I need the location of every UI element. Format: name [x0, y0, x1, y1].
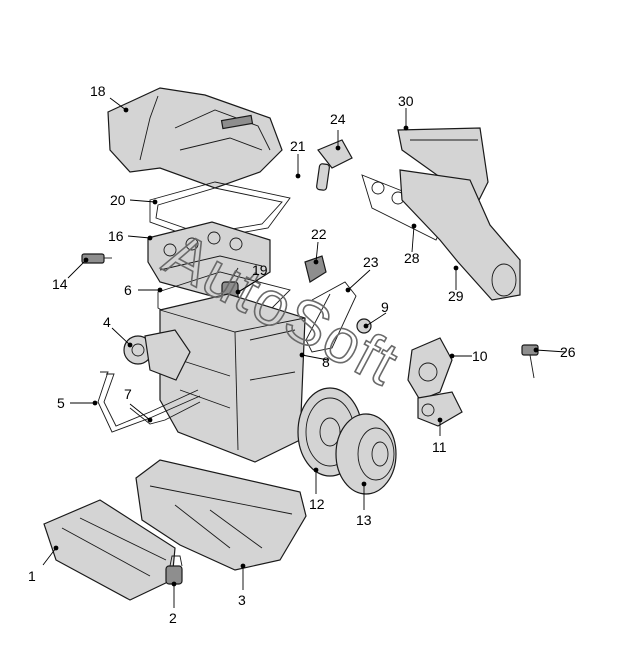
callout-29: 29 — [448, 288, 464, 304]
callout-18: 18 — [90, 83, 106, 99]
cover-gasket — [149, 181, 291, 241]
cylinder-head — [147, 221, 271, 301]
callout-7: 7 — [124, 386, 132, 402]
exhaust-manifold — [399, 169, 521, 301]
callout-28: 28 — [404, 250, 420, 266]
callout-2: 2 — [169, 610, 177, 626]
water-pump — [123, 329, 191, 381]
callout-24: 24 — [330, 111, 346, 127]
callout-9: 9 — [381, 299, 389, 315]
starter-motor — [417, 391, 463, 427]
callout-labels: 1 2 3 4 5 6 7 8 9 10 11 12 13 14 16 18 1… — [28, 83, 576, 626]
drive-belt — [305, 281, 357, 353]
callout-12: 12 — [309, 496, 325, 512]
alternator — [407, 337, 453, 401]
callout-6: 6 — [124, 282, 132, 298]
callout-3: 3 — [238, 592, 246, 608]
callout-14: 14 — [52, 276, 68, 292]
clutch-pressure-plate — [335, 413, 397, 495]
callout-26: 26 — [560, 344, 576, 360]
callout-16: 16 — [108, 228, 124, 244]
callout-10: 10 — [472, 348, 488, 364]
coolant-pipe — [97, 371, 201, 433]
oil-pan — [135, 459, 307, 571]
sensor-26 — [521, 344, 539, 379]
callout-5: 5 — [57, 395, 65, 411]
engine-block — [159, 293, 306, 463]
callout-19: 19 — [252, 262, 268, 278]
leader-lines — [42, 97, 567, 608]
callout-13: 13 — [356, 512, 372, 528]
callout-20: 20 — [110, 192, 126, 208]
leader-dots — [53, 107, 539, 587]
callout-1: 1 — [28, 568, 36, 584]
engine-top-cover — [107, 87, 283, 189]
callout-22: 22 — [311, 226, 327, 242]
callout-8: 8 — [322, 354, 330, 370]
callout-4: 4 — [103, 314, 111, 330]
baffle-plate — [43, 499, 176, 601]
ignition-coil — [316, 139, 353, 191]
callout-21: 21 — [290, 138, 306, 154]
callout-23: 23 — [363, 254, 379, 270]
callout-11: 11 — [432, 439, 447, 455]
callout-30: 30 — [398, 93, 414, 109]
